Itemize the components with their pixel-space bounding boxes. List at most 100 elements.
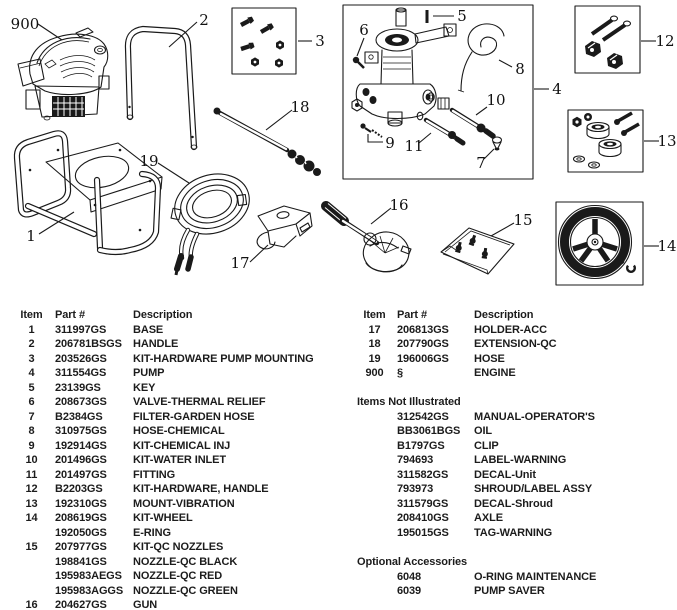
- cell-desc: HOSE: [474, 352, 505, 365]
- callout-gun-label: 16: [389, 196, 408, 214]
- callout-base-leader: [38, 211, 75, 235]
- cell-desc: HANDLE: [133, 338, 179, 350]
- nozzle-kit-drawing: [440, 227, 515, 275]
- table-row: 208410GS AXLE: [352, 511, 674, 526]
- cell-desc: E-RING: [133, 526, 171, 539]
- cell-desc: NOZZLE-QC BLACK: [133, 555, 238, 568]
- cell-item: [352, 497, 397, 512]
- vibration-mount-kit-box: [567, 109, 644, 173]
- cell-part: 6048: [397, 570, 422, 583]
- cell-desc: PUMP SAVER: [474, 585, 545, 597]
- callout-fitting-leader: [418, 132, 432, 144]
- callout-key-label: 5: [457, 7, 467, 25]
- cell-part: 312542GS: [397, 410, 449, 423]
- callout-engine-leader: [37, 23, 63, 41]
- cell-desc: AXLE: [474, 512, 503, 524]
- cell-item: 18: [368, 338, 381, 350]
- chemical-hose-drawing: [457, 23, 505, 93]
- engine-drawing: [17, 27, 110, 121]
- table-row: 6039 PUMP SAVER: [352, 584, 674, 599]
- header-description: Description: [474, 309, 534, 321]
- cell-item: [352, 424, 397, 439]
- cell-desc: DECAL-Shroud: [474, 497, 553, 510]
- table-row: 17 206813GS HOLDER-ACC: [352, 323, 674, 338]
- fitting-drawing: [416, 111, 466, 146]
- cell-item: 5: [28, 381, 35, 394]
- garden-hose-filter-drawing: [491, 136, 503, 151]
- cell-item: 17: [368, 323, 381, 336]
- cell-part: 208410GS: [397, 512, 449, 524]
- table-header-row: Item Part # Description: [8, 308, 344, 323]
- cell-part: 311579GS: [397, 497, 449, 510]
- cell-part: 6039: [397, 585, 422, 597]
- extension-drawing: [213, 107, 321, 176]
- callout-hose-label: 19: [139, 152, 158, 170]
- cell-part: 208673GS: [55, 396, 107, 408]
- cell-part: §: [397, 367, 404, 379]
- table-row: 10 201496GS KIT-WATER INLET: [8, 453, 344, 468]
- table-row: 900§ENGINE: [352, 366, 674, 381]
- cell-desc: DECAL-Unit: [474, 468, 536, 481]
- wheel-kit-box: [555, 201, 644, 286]
- cell-part: 192914GS: [55, 439, 107, 452]
- pump-drawing: [351, 7, 457, 127]
- cell-part: BB3061BGS: [397, 425, 461, 437]
- cell-part: 198841GS: [55, 555, 107, 568]
- exploded-parts-diagram: 900 2 3: [11, 4, 677, 286]
- pump-mount-kit-box: [231, 7, 297, 75]
- cell-desc: FITTING: [133, 468, 176, 481]
- cell-item: 11: [25, 468, 38, 481]
- header-part: Part #: [397, 309, 427, 321]
- cell-part: 206813GS: [397, 323, 449, 336]
- cell-desc: NOZZLE-QC GREEN: [133, 584, 238, 597]
- callout-fitting-label: 11: [404, 137, 423, 155]
- cell-desc: HOLDER-ACC: [474, 323, 547, 336]
- table-row: 195983AGGS NOZZLE-QC GREEN: [8, 584, 344, 599]
- header-item: Item: [20, 309, 43, 321]
- cell-part: 23139GS: [55, 381, 101, 394]
- cell-item: [352, 526, 397, 541]
- cell-item: [352, 453, 397, 468]
- cell-desc: GUN: [133, 599, 158, 610]
- gun-drawing: [321, 201, 412, 273]
- cell-part: 201496GS: [55, 454, 107, 466]
- callout-chemical-kit-label: 9: [385, 134, 395, 152]
- cell-part: 793973: [397, 483, 434, 495]
- cell-desc: HOSE-CHEMICAL: [133, 425, 225, 437]
- pump-assembly-box: 5 6 8 10: [342, 4, 534, 180]
- table-row: 198841GS NOZZLE-QC BLACK: [8, 555, 344, 570]
- table-header-row: Item Part # Description: [352, 308, 674, 323]
- callout-extension-leader: [265, 109, 293, 131]
- section-title-not-illustrated: Items Not Illustrated: [357, 396, 461, 408]
- cell-part: 195983AGGS: [55, 584, 124, 597]
- cell-desc: KIT-WATER INLET: [133, 454, 227, 466]
- cell-part: 192310GS: [55, 497, 107, 510]
- section-title-optional-accessories: Optional Accessories: [357, 556, 468, 568]
- cell-item: 1: [28, 323, 35, 336]
- cell-desc: VALVE-THERMAL RELIEF: [133, 396, 266, 408]
- cell-item: 10: [25, 454, 38, 466]
- cell-part: 192050GS: [55, 526, 107, 539]
- cell-item: [8, 555, 55, 570]
- cell-desc: FILTER-GARDEN HOSE: [133, 410, 255, 423]
- cell-part: 311582GS: [397, 468, 449, 481]
- cell-desc: BASE: [133, 323, 164, 336]
